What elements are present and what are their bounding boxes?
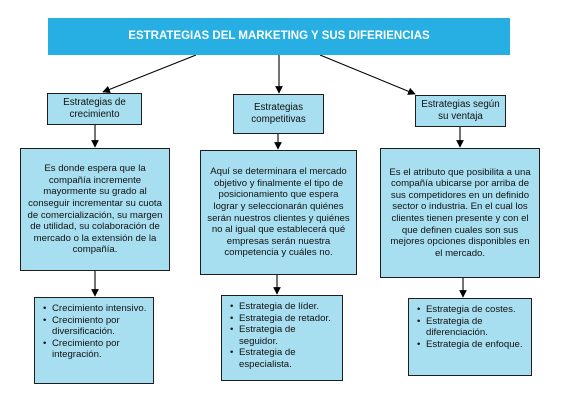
heading-competitivas: Estrategias competitivas [233,94,324,134]
list-item: Estrategia de enfoque. [417,339,525,351]
heading-ventaja: Estrategias según su ventaja [415,95,506,127]
list-item: Estrategia de costes. [417,304,525,316]
list-item: Estrategia de diferenciación. [417,316,525,339]
list-item: Estrategia de especialista. [230,347,336,370]
heading-crecimiento: Estrategias de crecimiento [47,93,142,125]
arrow-title-to-crecimiento [102,54,197,94]
arrow-title-to-ventaja [319,54,416,95]
description-competitivas: Aquí se determinara el mercado objetivo … [200,150,357,275]
list-ventaja: Estrategia de costes. Estrategia de dife… [408,298,532,376]
list-item: Crecimiento por diversificación. [43,315,147,338]
diagram-title: ESTRATEGIAS DEL MARKETING Y SUS DIFERIEN… [48,18,510,55]
description-crecimiento: Es donde espera que la compañía incremen… [20,148,170,271]
list-item: Estrategia de líder. [230,301,336,313]
description-ventaja: Es el atributo que posibilita a una comp… [380,148,540,278]
list-item: Estrategia de seguidor. [230,324,336,347]
list-competitivas: Estrategia de líder. Estrategia de retad… [221,295,343,381]
list-item: Crecimiento intensivo. [43,303,147,315]
list-item: Estrategia de retador. [230,313,336,325]
list-crecimiento: Crecimiento intensivo. Crecimiento por d… [34,297,154,384]
list-item: Crecimiento por integración. [43,338,147,361]
